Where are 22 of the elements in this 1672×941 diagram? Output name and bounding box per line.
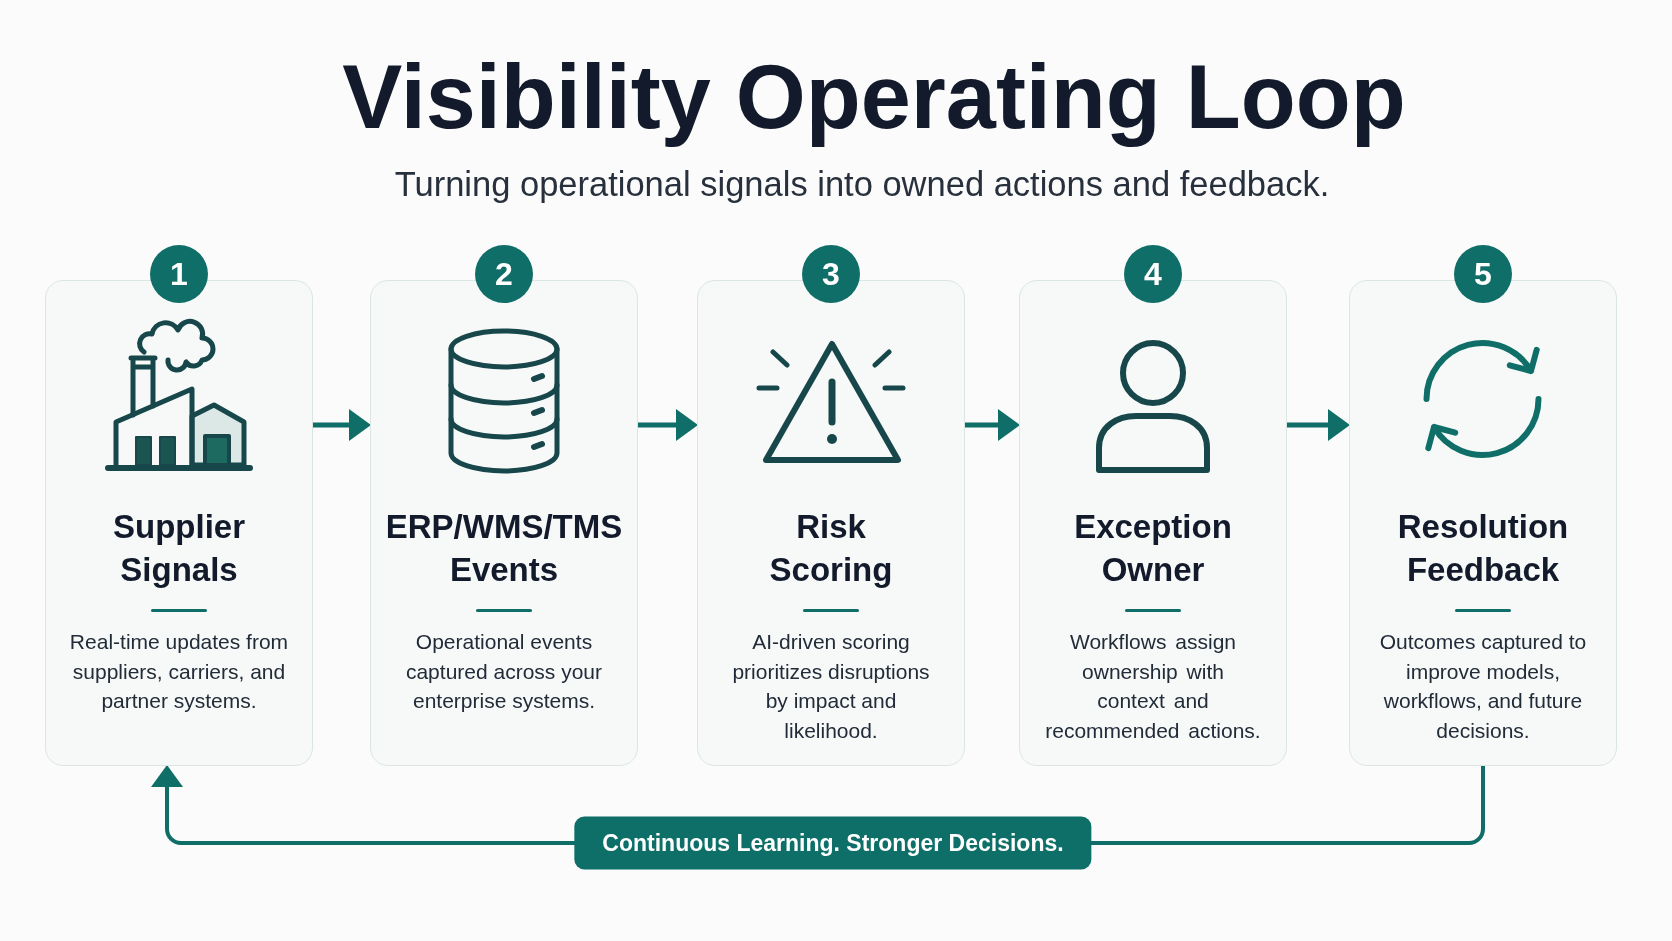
step-title: Risk Scoring [768,507,894,590]
step-description: Workflows assign ownership with context and recommended actions. [1044,629,1262,744]
step-description: Real-time updates from suppliers, carriers, and partner systems. [68,629,290,714]
arrow [313,409,371,441]
subtitle: Turning operational signals into owned actions and feedback. [394,164,1330,204]
edge-label: Continuous Learning. Stronger Decisions. [574,816,1092,870]
arrow [1287,409,1350,441]
step-description: Operational events captured across your enterprise systems. [404,629,604,714]
title: Visibility Operating Loop [342,46,1406,149]
step-title: Exception Owner [1073,507,1233,590]
step-number: 4 [1124,245,1182,303]
step-number: 3 [802,245,860,303]
step-number: 2 [475,245,533,303]
step-title: ERP/WMS/TMS Events [384,507,624,590]
arrow [965,409,1020,441]
step-title: Resolution Feedback [1396,507,1570,590]
step-title: Supplier Signals [112,507,246,590]
step-description: AI-driven scoring prioritizes disruptions by impact and likelihood. [731,629,931,744]
step-number: 5 [1454,245,1512,303]
arrow [638,409,698,441]
step-description: Outcomes captured to improve models, workflows, and future decisions. [1378,629,1588,744]
step-number: 1 [150,245,208,303]
